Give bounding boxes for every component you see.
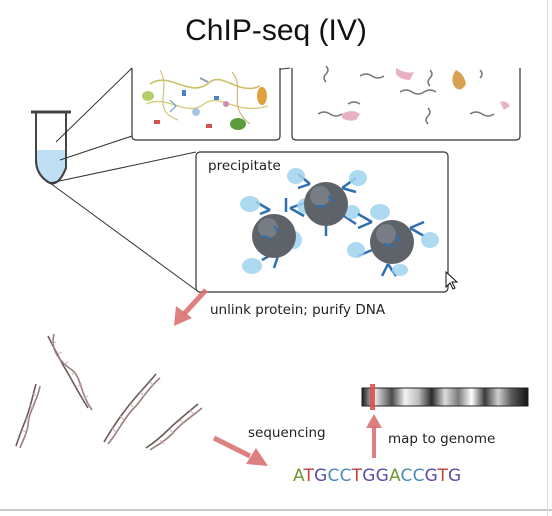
unlink-label: unlink protein; purify DNA [210, 302, 386, 318]
nucleotide-G: G [448, 466, 462, 486]
nucleotide-T: T [351, 466, 363, 486]
bottom-divider [0, 509, 552, 511]
map-label: map to genome [388, 431, 496, 447]
bead-antibody-complex-1 [240, 196, 315, 274]
cell-debris-image [142, 69, 269, 130]
sequencing-label: sequencing [248, 425, 326, 441]
nucleotide-T: T [303, 466, 315, 486]
nucleotide-G: G [314, 466, 328, 486]
map-arrow-icon [366, 414, 382, 458]
dna-helix-icon [145, 403, 203, 451]
nucleotide-C: C [412, 466, 425, 486]
mapped-position-marker [370, 384, 375, 410]
mouse-cursor-icon [445, 270, 459, 290]
fragments-box [291, 65, 521, 141]
nucleotide-G: G [424, 466, 438, 486]
bead-antibody-complex-2 [287, 168, 367, 236]
nucleotide-C: C [400, 466, 413, 486]
sequencing-arrow-icon [212, 435, 268, 466]
bead-antibody-complex-3 [347, 204, 439, 277]
dna-sequence: ATGCCTGGACCGTG [293, 466, 461, 486]
precipitate-label: precipitate [208, 158, 281, 174]
right-edge-divider [547, 0, 548, 516]
nucleotide-A: A [293, 466, 304, 486]
nucleotide-C: C [327, 466, 340, 486]
dna-helix-icon [15, 383, 41, 449]
purified-dna-fragments [15, 333, 203, 451]
unlink-arrow-icon [174, 288, 208, 326]
genome-bar [361, 384, 529, 410]
nucleotide-G: G [375, 466, 389, 486]
page-title: ChIP-seq (IV) [185, 14, 367, 47]
test-tube-icon [31, 110, 71, 185]
nucleotide-C: C [339, 466, 352, 486]
dna-helix-icon [103, 373, 161, 445]
dna-helix-icon [47, 333, 93, 411]
nucleotide-A: A [388, 466, 401, 486]
lysate-box [131, 68, 281, 141]
nucleotide-T: T [437, 466, 449, 486]
dna-fragments-image [317, 65, 495, 125]
nucleotide-G: G [362, 466, 376, 486]
